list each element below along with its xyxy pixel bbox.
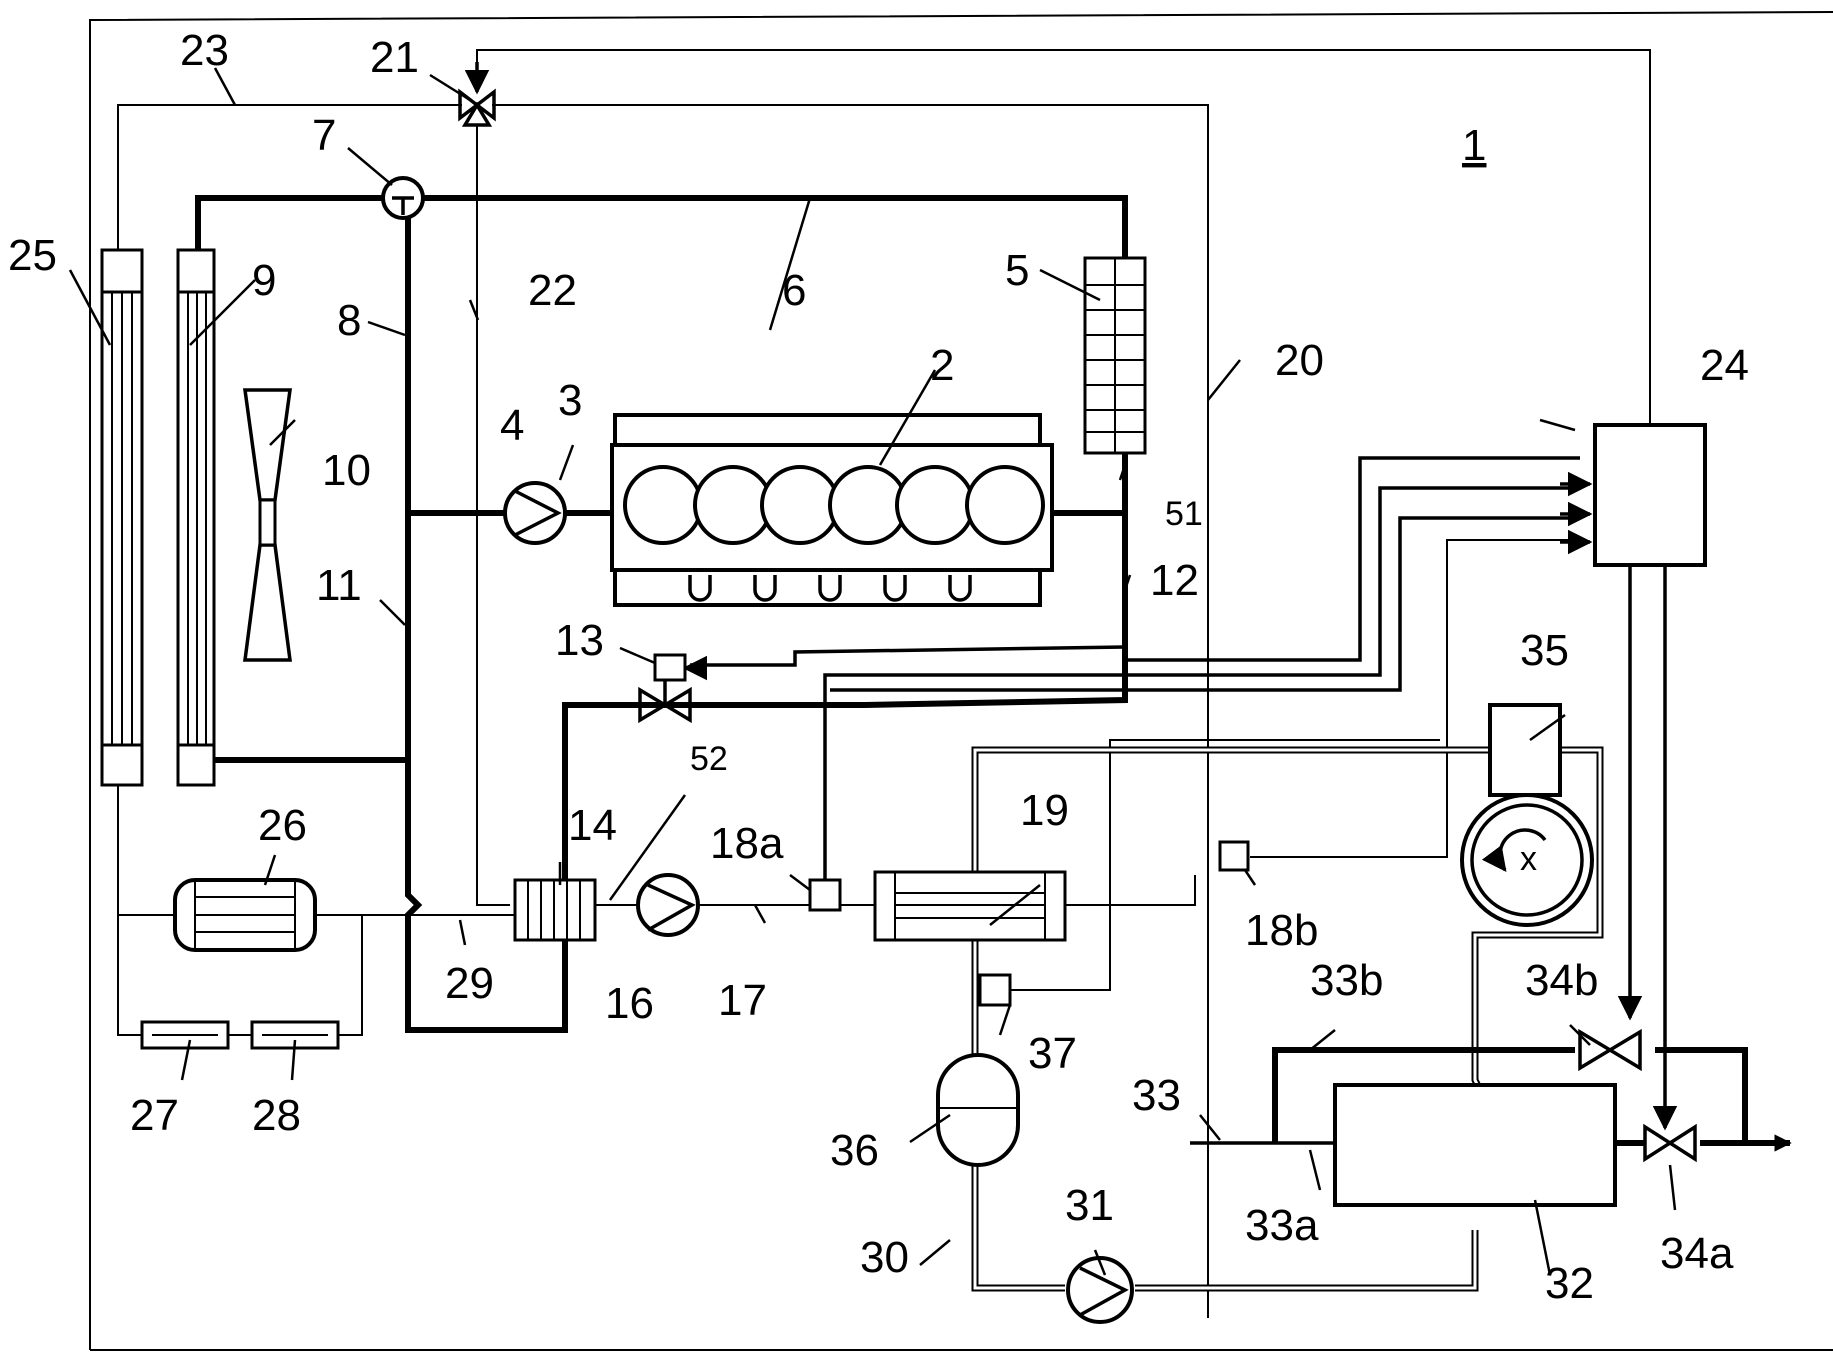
label-20: 20: [1275, 336, 1324, 385]
label-27: 27: [130, 1091, 179, 1140]
svg-text:x: x: [1520, 840, 1537, 878]
pump-4: [505, 483, 565, 543]
engine-2: [612, 415, 1052, 605]
valve-34b: [1580, 1032, 1640, 1068]
label-22: 22: [528, 266, 577, 315]
tank-36: [938, 1055, 1018, 1165]
label-35: 35: [1520, 626, 1569, 675]
label-28: 28: [252, 1091, 301, 1140]
valve-13: [640, 655, 690, 720]
label-29: 29: [445, 959, 494, 1008]
pump-31: [1068, 1258, 1132, 1322]
exchanger-32: [1335, 1085, 1615, 1205]
label-8: 8: [337, 296, 361, 345]
label-31: 31: [1065, 1181, 1114, 1230]
label-14: 14: [568, 801, 617, 850]
label-34b: 34b: [1525, 956, 1598, 1005]
label-33: 33: [1132, 1071, 1181, 1120]
line-8: [215, 200, 408, 760]
valve-34a: [1645, 1127, 1695, 1159]
label-32: 32: [1545, 1259, 1594, 1308]
sensor-37: [980, 975, 1010, 1005]
label-5: 5: [1005, 246, 1029, 295]
label-3: 3: [558, 376, 582, 425]
label-10: 10: [322, 446, 371, 495]
label-18b: 18b: [1245, 906, 1318, 955]
label-2: 2: [930, 341, 954, 390]
label-12: 12: [1150, 556, 1199, 605]
label-51: 51: [1165, 495, 1203, 533]
sensor-5: [1085, 258, 1145, 453]
label-4: 4: [500, 401, 524, 450]
sensor-18a: [810, 880, 840, 910]
radiator-9: [178, 250, 214, 785]
label-21: 21: [370, 33, 419, 82]
label-9: 9: [252, 256, 276, 305]
control-unit-24: [1595, 425, 1705, 565]
valve-21: [460, 62, 494, 125]
cooler-26: [175, 880, 315, 950]
label-18a: 18a: [710, 819, 784, 868]
label-13: 13: [555, 616, 604, 665]
label-36: 36: [830, 1126, 879, 1175]
line-20-top: [477, 50, 1650, 425]
label-30: 30: [860, 1233, 909, 1282]
label-26: 26: [258, 801, 307, 850]
cooler-27: [142, 1022, 228, 1048]
label-7: 7: [312, 111, 336, 160]
label-11: 11: [316, 561, 362, 610]
label-25: 25: [8, 231, 57, 280]
sensor-18b: [1220, 842, 1248, 870]
label-16: 16: [605, 979, 654, 1028]
label-24: 24: [1700, 341, 1749, 390]
label-6: 6: [782, 266, 806, 315]
label-19: 19: [1020, 786, 1069, 835]
exchanger-19: [875, 872, 1065, 940]
label-system: 1: [1462, 121, 1486, 170]
label-23: 23: [180, 26, 229, 75]
label-34a: 34a: [1660, 1229, 1734, 1278]
label-33b: 33b: [1310, 956, 1383, 1005]
pump-16: [638, 875, 698, 935]
generator-35: x: [1462, 705, 1592, 925]
sensor-line-13-valve: [690, 647, 1125, 665]
label-17: 17: [718, 976, 767, 1025]
exchanger-14: [515, 880, 595, 940]
label-52: 52: [690, 740, 728, 778]
label-37: 37: [1028, 1029, 1077, 1078]
label-33a: 33a: [1245, 1201, 1319, 1250]
radiator-25: [102, 250, 142, 785]
left-return-line: [118, 785, 142, 1035]
